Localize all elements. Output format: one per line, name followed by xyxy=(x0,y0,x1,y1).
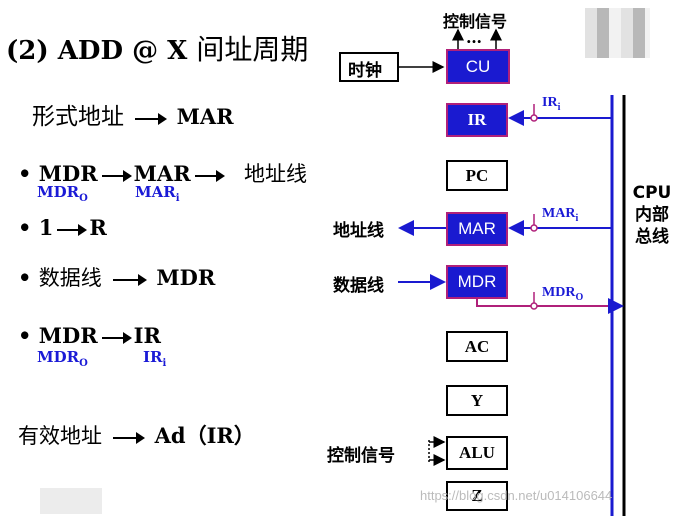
mdr-gate xyxy=(530,302,538,310)
page-title: (2) ADD @ X 间址周期 xyxy=(6,28,308,68)
dots-label: … xyxy=(466,28,482,47)
register-cu: CU xyxy=(446,49,510,84)
step3-source: 1 xyxy=(38,215,54,240)
blurred-patch xyxy=(40,488,102,514)
bullet: • xyxy=(18,323,32,348)
title-prefix: (2) ADD @ X xyxy=(6,36,197,66)
mar-in-signal: MARi xyxy=(542,206,579,224)
step2-dest: 地址线 xyxy=(243,162,307,186)
data-bus-label: 数据线 xyxy=(333,276,384,296)
mdr-out-signal: MDRO xyxy=(542,285,584,303)
step5-signal-2: IRi xyxy=(143,348,167,369)
step3-target: R xyxy=(89,215,107,240)
register-alu: ALU xyxy=(446,436,508,470)
watermark: https://blog.csdn.net/u014106644 xyxy=(420,488,613,503)
blurred-logo xyxy=(585,8,650,58)
control-signal-top-label: 控制信号 xyxy=(443,12,508,31)
register-z: Z xyxy=(446,481,508,511)
clock-label: 时钟 xyxy=(348,61,382,81)
register-ir: IR xyxy=(446,103,508,137)
step-5: • MDR IR xyxy=(18,323,161,348)
step-4: • 数据线 MDR xyxy=(18,262,215,292)
step2-target: MAR xyxy=(133,161,191,186)
arrow-icon xyxy=(113,431,146,444)
register-y: Y xyxy=(446,385,508,416)
step-2: • MDR MAR 地址线 xyxy=(18,158,307,188)
arrow-icon xyxy=(57,223,88,236)
step6-target: Ad（IR） xyxy=(154,423,255,448)
arrow-icon xyxy=(101,331,132,344)
register-pc: PC xyxy=(446,160,508,191)
bullet: • xyxy=(18,161,32,186)
arrow-icon xyxy=(101,169,132,182)
arrow-icon xyxy=(135,112,168,125)
arrow-icon xyxy=(113,273,148,286)
step-1: 形式地址 MAR xyxy=(32,97,234,131)
step2-signal-2: MARi xyxy=(135,183,180,204)
register-ac: AC xyxy=(446,331,508,362)
step1-source: 形式地址 xyxy=(32,104,124,130)
bullet: • xyxy=(18,265,32,290)
title-cn: 间址周期 xyxy=(196,33,309,66)
step6-source: 有效地址 xyxy=(18,424,102,448)
step-3: • 1 R xyxy=(18,215,107,240)
step2-source: MDR xyxy=(38,161,98,186)
step2-signal-1: MDRO xyxy=(37,183,88,204)
register-mdr: MDR xyxy=(446,265,508,299)
step1-target: MAR xyxy=(176,104,234,129)
step5-signal-1: MDRO xyxy=(37,348,88,369)
arrow-icon xyxy=(194,169,225,182)
bullet: • xyxy=(18,215,32,240)
address-bus-label: 地址线 xyxy=(333,221,384,241)
cpu-bus-label: CPU内部总线 xyxy=(632,183,672,247)
ir-gate xyxy=(530,114,538,122)
control-signal-left-label: 控制信号 xyxy=(327,446,395,466)
mdr-output-line xyxy=(476,298,624,314)
ir-in-signal: IRi xyxy=(542,95,561,113)
step5-source: MDR xyxy=(38,323,98,348)
step5-target: IR xyxy=(133,323,161,348)
step4-source: 数据线 xyxy=(38,266,102,290)
step4-target: MDR xyxy=(156,265,216,290)
register-mar: MAR xyxy=(446,212,508,246)
step-6: 有效地址 Ad（IR） xyxy=(18,420,255,450)
mar-gate xyxy=(530,224,538,232)
